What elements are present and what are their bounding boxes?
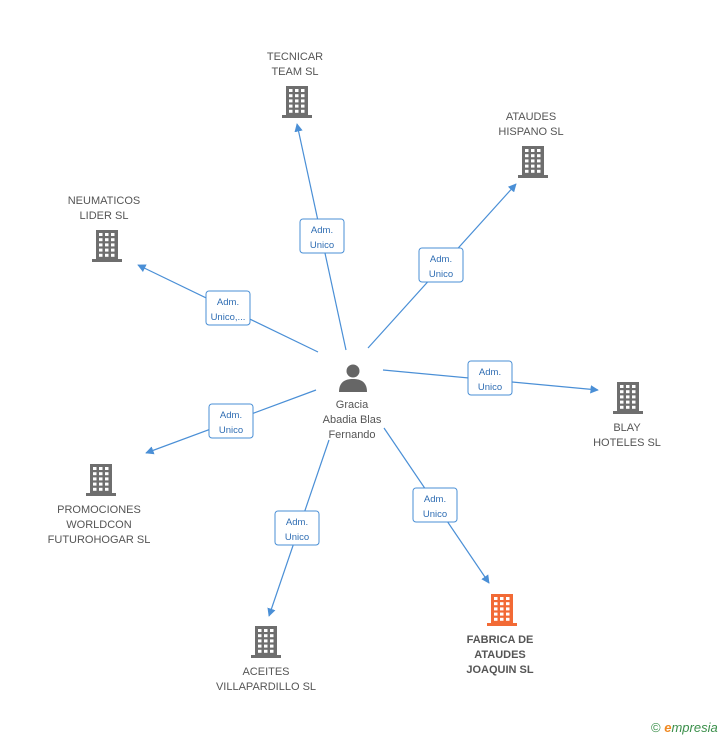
company-name-line: BLAY bbox=[613, 422, 641, 434]
company-name-line: ATAUDES bbox=[506, 111, 556, 123]
edge-ataudes-hispano: Adm. Unico bbox=[367, 183, 517, 349]
edge-label-line: Unico bbox=[310, 240, 334, 251]
edge-label-line: Adm. bbox=[311, 225, 333, 236]
company-node-blay[interactable]: BLAY HOTELES SL bbox=[593, 382, 661, 449]
company-node-fabrica[interactable]: FABRICA DE ATAUDES JOAQUIN SL bbox=[466, 594, 534, 676]
edge-label-box bbox=[467, 360, 513, 396]
building-icon bbox=[487, 594, 517, 626]
building-icon bbox=[92, 230, 122, 262]
person-name-line: Fernando bbox=[328, 429, 375, 441]
company-name: TECNICAR TEAM SL bbox=[267, 51, 323, 78]
edge-label-text: Adm. Unico,... bbox=[211, 297, 246, 323]
company-node-neumaticos[interactable]: NEUMATICOS LIDER SL bbox=[68, 195, 141, 262]
edge-label-box bbox=[412, 487, 458, 523]
edge-label-line: Unico,... bbox=[211, 312, 246, 323]
brand-logo-initial: e bbox=[664, 720, 672, 735]
edge-label-aceites[interactable]: Adm. Unico bbox=[274, 510, 320, 546]
edge-label-box bbox=[205, 290, 251, 326]
person-icon bbox=[339, 364, 367, 392]
company-node-promociones[interactable]: PROMOCIONES WORLDCON FUTUROHOGAR SL bbox=[48, 464, 151, 546]
edge-aceites: Adm. Unico bbox=[267, 439, 330, 617]
edge-blay: Adm. Unico bbox=[382, 360, 599, 396]
edge-label-text: Adm. Unico bbox=[285, 517, 309, 543]
edge-tecnicar: Adm. Unico bbox=[294, 123, 347, 351]
company-name-line: LIDER SL bbox=[80, 210, 129, 222]
company-name: NEUMATICOS LIDER SL bbox=[68, 195, 141, 222]
edge-label-line: Adm. bbox=[217, 297, 239, 308]
building-icon bbox=[518, 146, 548, 178]
copyright-symbol: © bbox=[651, 720, 661, 735]
company-name-line: VILLAPARDILLO SL bbox=[216, 681, 316, 693]
edge-label-text: Adm. Unico bbox=[429, 254, 453, 280]
company-name-line: TEAM SL bbox=[271, 66, 318, 78]
edge-label-line: Adm. bbox=[430, 254, 452, 265]
brand-logo-text: mpresia bbox=[671, 720, 718, 735]
company-name: PROMOCIONES WORLDCON FUTUROHOGAR SL bbox=[48, 504, 151, 546]
company-name-line: WORLDCON bbox=[66, 519, 131, 531]
edge-label-line: Unico bbox=[429, 269, 453, 280]
edge-label-line: Unico bbox=[219, 425, 243, 436]
edge-label-box bbox=[299, 218, 345, 254]
company-name-line: FUTUROHOGAR SL bbox=[48, 534, 151, 546]
edge-label-promociones[interactable]: Adm. Unico bbox=[208, 403, 254, 439]
company-name: ATAUDES HISPANO SL bbox=[498, 111, 563, 138]
company-name-line: ACEITES bbox=[242, 666, 289, 678]
edge-label-text: Adm. Unico bbox=[219, 410, 243, 436]
edge-label-line: Adm. bbox=[479, 367, 501, 378]
building-icon bbox=[251, 626, 281, 658]
edge-label-line: Adm. bbox=[220, 410, 242, 421]
edge-label-line: Adm. bbox=[424, 494, 446, 505]
building-icon bbox=[282, 86, 312, 118]
edge-label-line: Unico bbox=[285, 532, 309, 543]
company-node-ataudes-hispano[interactable]: ATAUDES HISPANO SL bbox=[498, 111, 564, 178]
edge-label-box bbox=[418, 247, 464, 283]
company-name-line: TECNICAR bbox=[267, 51, 323, 63]
edge-label-blay[interactable]: Adm. Unico bbox=[467, 360, 513, 396]
edge-label-text: Adm. Unico bbox=[423, 494, 447, 520]
company-node-aceites[interactable]: ACEITES VILLAPARDILLO SL bbox=[216, 626, 316, 693]
building-icon bbox=[613, 382, 643, 414]
edge-label-line: Unico bbox=[423, 509, 447, 520]
edge-label-line: Adm. bbox=[286, 517, 308, 528]
building-icon bbox=[86, 464, 116, 496]
company-name-line: PROMOCIONES bbox=[57, 504, 141, 516]
company-name-line: NEUMATICOS bbox=[68, 195, 141, 207]
company-name-line: HISPANO SL bbox=[498, 126, 563, 138]
edge-label-tecnicar[interactable]: Adm. Unico bbox=[299, 218, 345, 254]
edge-label-fabrica[interactable]: Adm. Unico bbox=[412, 487, 458, 523]
edge-label-neumaticos[interactable]: Adm. Unico,... bbox=[205, 290, 251, 326]
edge-label-text: Adm. Unico bbox=[478, 367, 502, 393]
company-name: BLAY HOTELES SL bbox=[593, 422, 661, 449]
company-name-line: FABRICA DE bbox=[467, 634, 534, 646]
edge-fabrica: Adm. Unico bbox=[383, 427, 490, 584]
person-name-line: Gracia bbox=[336, 399, 369, 411]
edge-neumaticos: Adm. Unico,... bbox=[137, 264, 319, 353]
edge-label-text: Adm. Unico bbox=[310, 225, 334, 251]
company-name-line: JOAQUIN SL bbox=[466, 664, 534, 676]
company-name-line: ATAUDES bbox=[474, 649, 526, 661]
edge-label-line: Unico bbox=[478, 382, 502, 393]
brand-footer: © empresia bbox=[651, 720, 718, 735]
person-name-line: Abadia Blas bbox=[323, 414, 382, 426]
company-name: ACEITES VILLAPARDILLO SL bbox=[216, 666, 316, 693]
edge-promociones: Adm. Unico bbox=[145, 389, 317, 455]
company-node-tecnicar[interactable]: TECNICAR TEAM SL bbox=[267, 51, 323, 118]
edge-label-box bbox=[274, 510, 320, 546]
company-name: FABRICA DE ATAUDES JOAQUIN SL bbox=[466, 634, 534, 676]
company-name-line: HOTELES SL bbox=[593, 437, 661, 449]
edge-label-ataudes-hispano[interactable]: Adm. Unico bbox=[418, 247, 464, 283]
edge-label-box bbox=[208, 403, 254, 439]
